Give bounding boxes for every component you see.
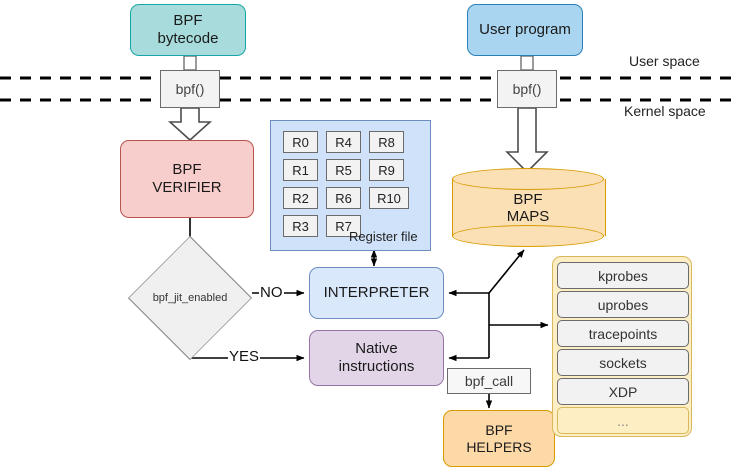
- node-native-instructions[interactable]: Native instructions: [309, 330, 444, 386]
- native-instructions-line2: instructions: [338, 358, 415, 375]
- bpf-verifier-line1: BPF: [172, 161, 202, 179]
- register-r5: R5: [326, 159, 361, 181]
- syscall-left-label: bpf(): [175, 80, 205, 97]
- register-r8: R8: [369, 131, 404, 153]
- bpf-helpers-line2: HELPERS: [466, 438, 532, 455]
- user-program-label: User program: [479, 21, 571, 39]
- attach-item-tracepoints[interactable]: tracepoints: [557, 320, 689, 347]
- register-r6: R6: [326, 187, 361, 209]
- register-r7: R7: [326, 215, 361, 237]
- bpf-maps-cylinder-top: [452, 168, 604, 190]
- register-r9: R9: [369, 159, 404, 181]
- kernel-space-label: Kernel space: [624, 103, 706, 119]
- junction-to-maps-arrow: [488, 249, 525, 294]
- node-user-program[interactable]: User program: [467, 4, 583, 56]
- node-syscall-left[interactable]: bpf(): [160, 70, 220, 108]
- node-bpf-maps[interactable]: BPF MAPS: [452, 168, 606, 247]
- node-bpf-bytecode[interactable]: BPF bytecode: [130, 4, 246, 56]
- edge-label-no: NO: [259, 284, 284, 301]
- register-r10: R10: [369, 187, 409, 209]
- bpf-maps-line2: MAPS: [506, 207, 550, 225]
- register-file-caption: Register file: [349, 229, 418, 244]
- bpf-bytecode-line1: BPF: [173, 12, 203, 30]
- register-r4: R4: [326, 131, 361, 153]
- register-r0: R0: [283, 131, 318, 153]
- bpf-bytecode-line2: bytecode: [157, 30, 219, 47]
- node-interpreter[interactable]: INTERPRETER: [309, 267, 444, 319]
- jit-decision-label: bpf_jit_enabled: [152, 292, 228, 304]
- register-r3: R3: [283, 215, 318, 237]
- syscall-to-verifier-arrow: [167, 107, 213, 142]
- attach-item-uprobes[interactable]: uprobes: [557, 291, 689, 318]
- bpf-verifier-line2: VERIFIER: [152, 179, 222, 196]
- interpreter-label: INTERPRETER: [323, 284, 430, 302]
- bpf-helpers-line1: BPF: [485, 421, 513, 438]
- attach-points-list: kprobes uprobes tracepoints sockets XDP …: [552, 256, 692, 437]
- register-r1: R1: [283, 159, 318, 181]
- bytecode-to-syscall-connector: [183, 55, 197, 71]
- bpf-maps-line1: BPF: [513, 190, 543, 208]
- edge-label-yes: YES: [228, 348, 261, 365]
- native-instructions-line1: Native: [355, 340, 398, 358]
- bpf-maps-cylinder-bottom: [452, 225, 604, 247]
- attach-item-more[interactable]: ...: [557, 407, 689, 434]
- register-r2: R2: [283, 187, 318, 209]
- node-syscall-right[interactable]: bpf(): [497, 70, 557, 108]
- syscall-to-maps-arrow: [505, 107, 549, 174]
- attach-item-xdp[interactable]: XDP: [557, 378, 689, 405]
- node-bpf-helpers[interactable]: BPF HELPERS: [443, 410, 555, 467]
- attach-item-sockets[interactable]: sockets: [557, 349, 689, 376]
- user-space-label: User space: [629, 53, 700, 69]
- register-file-panel: R0 R1 R2 R3 R4 R5 R6 R7 R8 R9 R10 Regist…: [270, 120, 431, 251]
- node-bpf-call[interactable]: bpf_call: [447, 368, 531, 394]
- attach-item-kprobes[interactable]: kprobes: [557, 262, 689, 289]
- userprogram-to-syscall-connector: [520, 55, 534, 71]
- syscall-right-label: bpf(): [512, 80, 542, 97]
- node-bpf-verifier[interactable]: BPF VERIFIER: [120, 140, 254, 218]
- node-jit-decision[interactable]: bpf_jit_enabled: [127, 235, 253, 361]
- bpf-call-label: bpf_call: [464, 372, 514, 389]
